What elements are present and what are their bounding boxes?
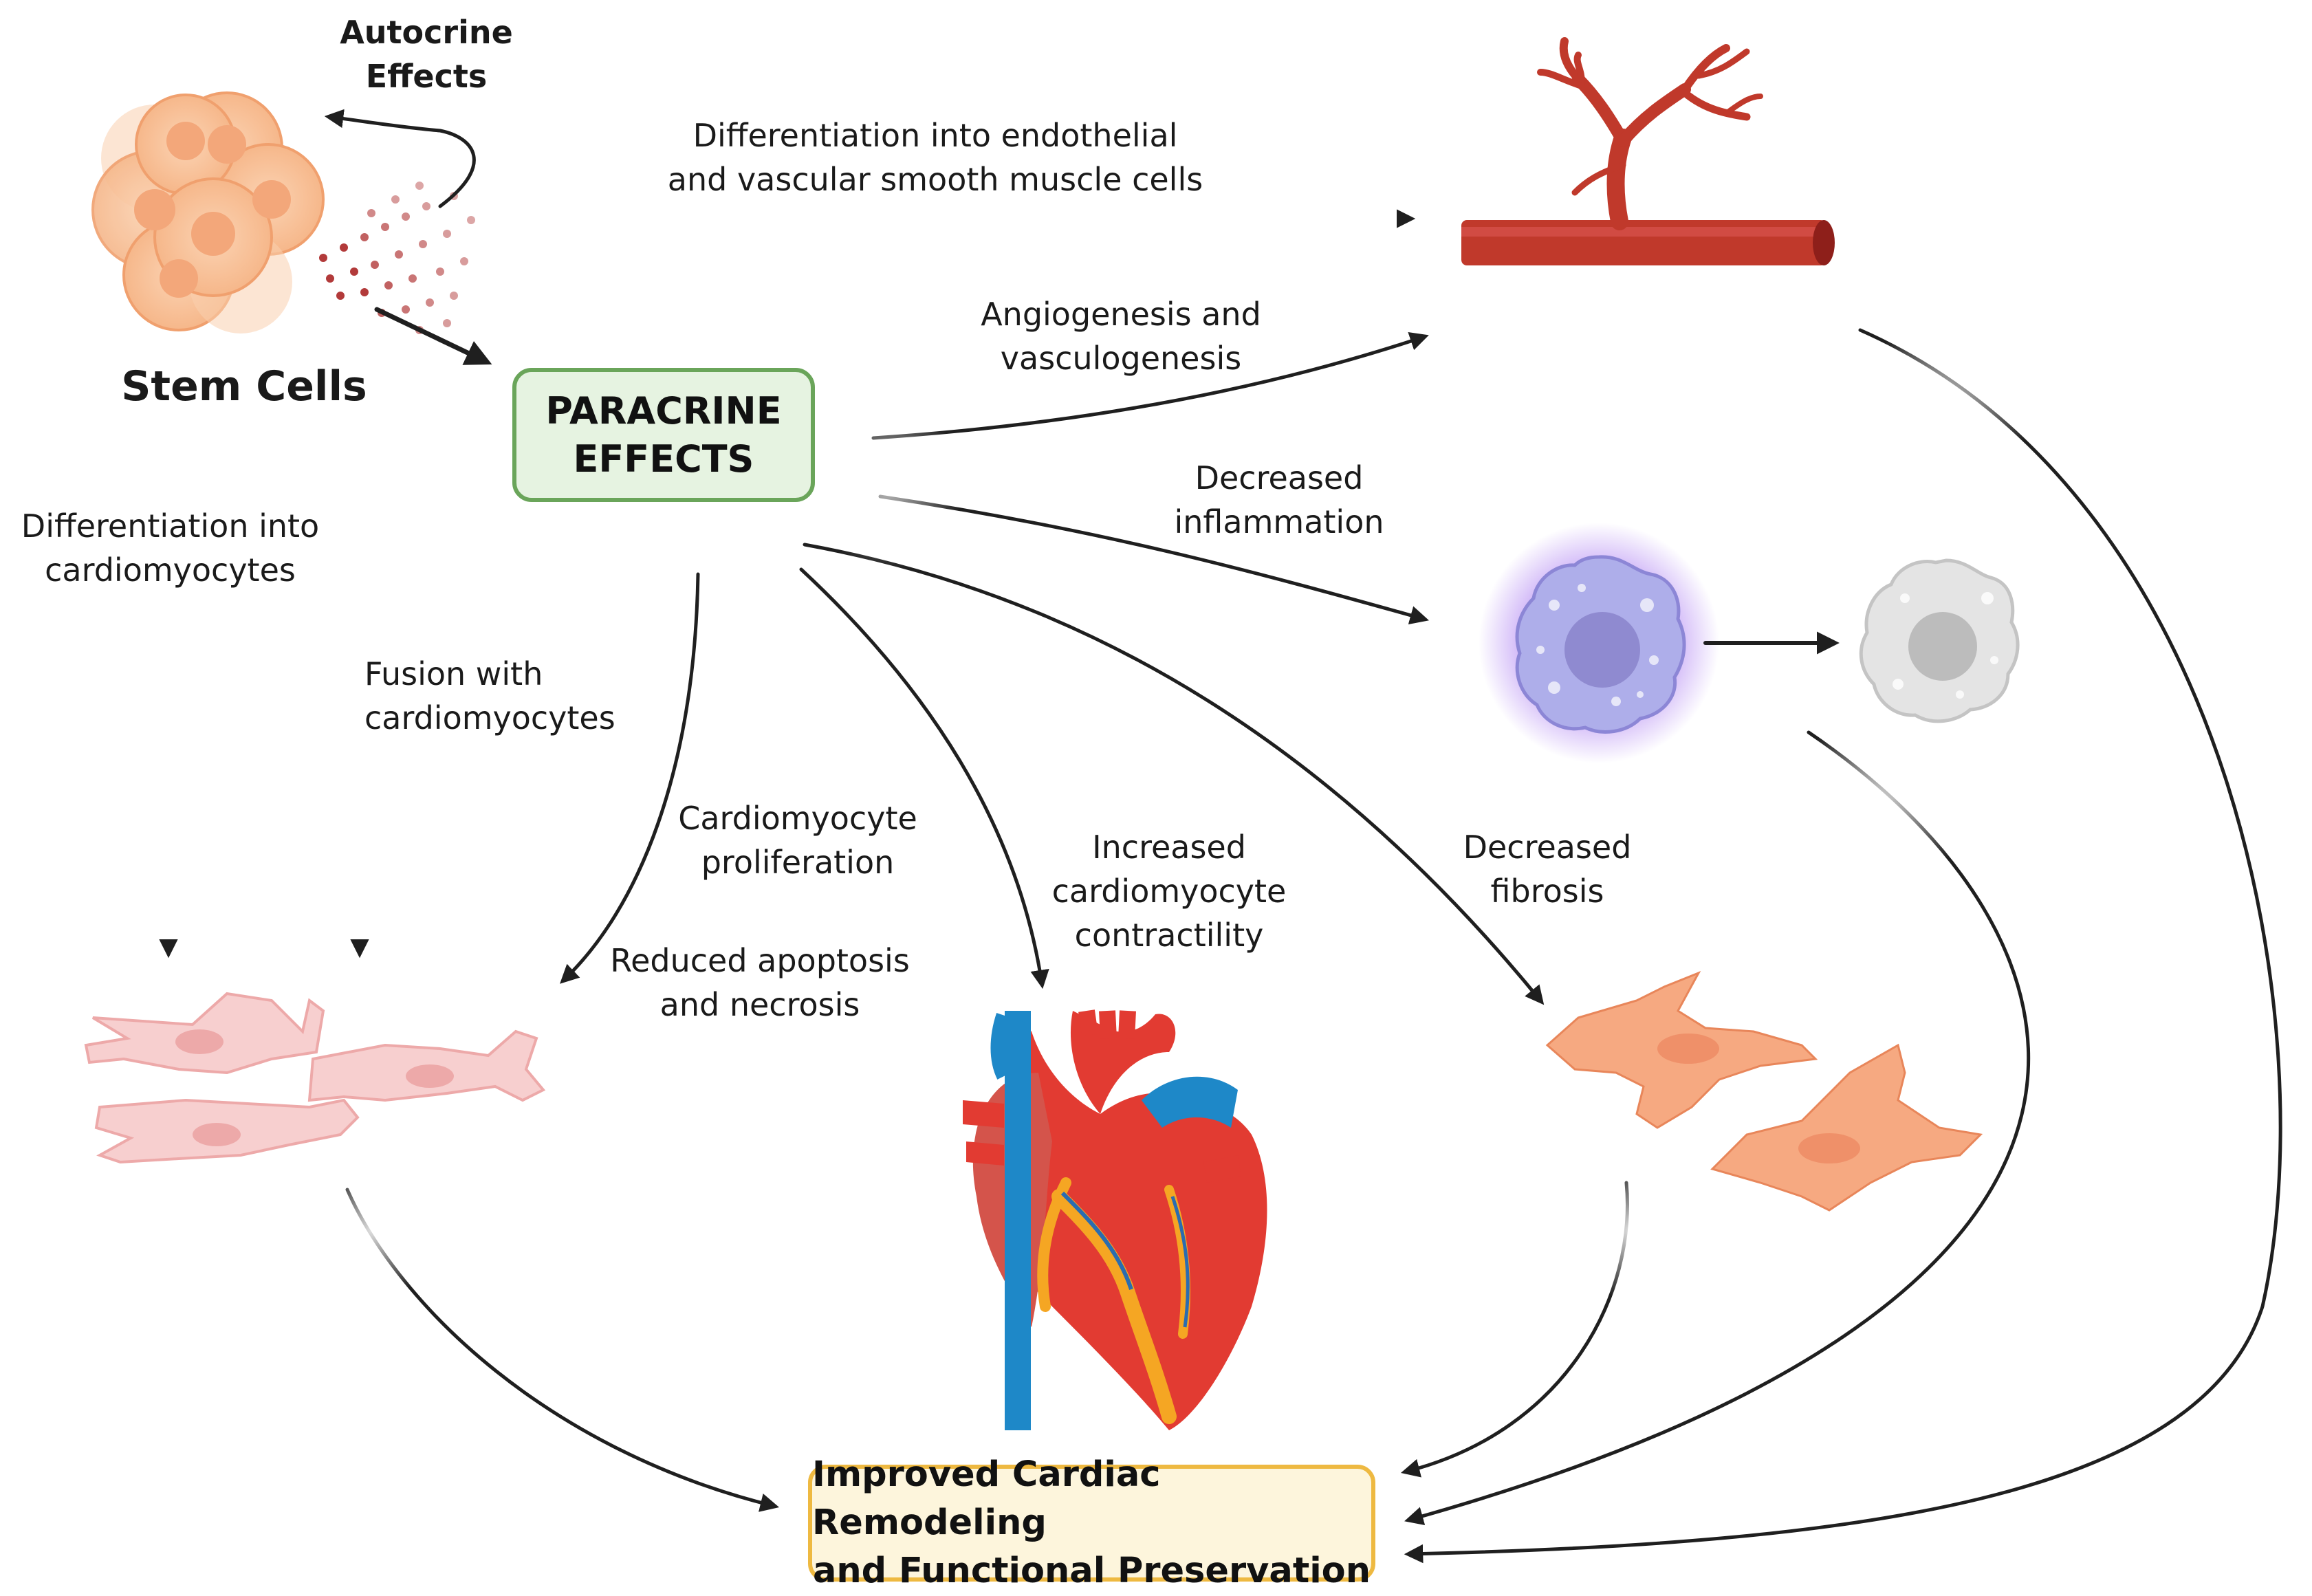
stem-cells-label: Stem Cells (121, 362, 367, 411)
arrow-fade-fibroblast (1568, 1162, 1692, 1300)
paracrine-line-2: EFFECTS (573, 437, 754, 481)
paracrine-to-vessel-arrow (871, 332, 1429, 440)
arrow-fade-cardiomyocyte (303, 1162, 440, 1300)
activated-macrophage-icon (1479, 523, 1719, 763)
autocrine-effects-label: Autocrine Effects (340, 14, 513, 95)
angiogenesis-label: Angiogenesis and vasculogenesis (981, 296, 1261, 377)
arrow-fade-paracrine (811, 399, 963, 571)
resting-macrophage-icon (1859, 558, 2020, 723)
apoptosis-label: Reduced apoptosis and necrosis (610, 942, 910, 1023)
fibroblast-icon (1545, 971, 1983, 1212)
diff-vascular-label: Differentiation into endothelial and vas… (667, 117, 1203, 198)
fibrosis-arrow (803, 543, 1545, 1005)
heart-icon (963, 1009, 1267, 1430)
arrow-fade-macrophage (1788, 715, 1967, 894)
fibrosis-label: Decreased fibrosis (1463, 829, 1632, 910)
paracrine-line-1: PARACRINE (545, 389, 782, 433)
fusion-label: Fusion with cardiomyocytes (364, 655, 615, 736)
proliferation-label: Cardiomyocyte proliferation (678, 800, 917, 881)
outcome-line-2: and Functional Preservation (812, 1551, 1371, 1591)
stem-to-paracrine-arrow (374, 307, 492, 365)
inflammation-label: Decreased inflammation (1174, 459, 1384, 540)
stem-cell-cluster-icon (91, 91, 325, 334)
arrow-fade-vessel (1850, 323, 2029, 502)
contractility-label: Increased cardiomyocyte contractility (1051, 829, 1287, 954)
diff-cardiomyocytes-label: Differentiation into cardiomyocytes (21, 507, 320, 589)
blood-vessel-icon (1461, 37, 1835, 265)
cardiomyocyte-cells-icon (84, 992, 546, 1164)
contractility-arrow (799, 567, 1049, 990)
secreted-factors-icon (319, 182, 475, 334)
vessel-to-outcome-arrow (1404, 328, 2282, 1564)
paracrine-to-macrophage-arrow (878, 494, 1429, 625)
outcome-line-1: Improved Cardiac Remodeling (812, 1454, 1161, 1543)
proliferation-arrow (560, 572, 700, 984)
paracrine-effects-node: PARACRINE EFFECTS (512, 368, 815, 502)
autocrine-arrow (324, 109, 476, 208)
outcome-node: Improved Cardiac Remodeling and Function… (808, 1454, 1375, 1591)
